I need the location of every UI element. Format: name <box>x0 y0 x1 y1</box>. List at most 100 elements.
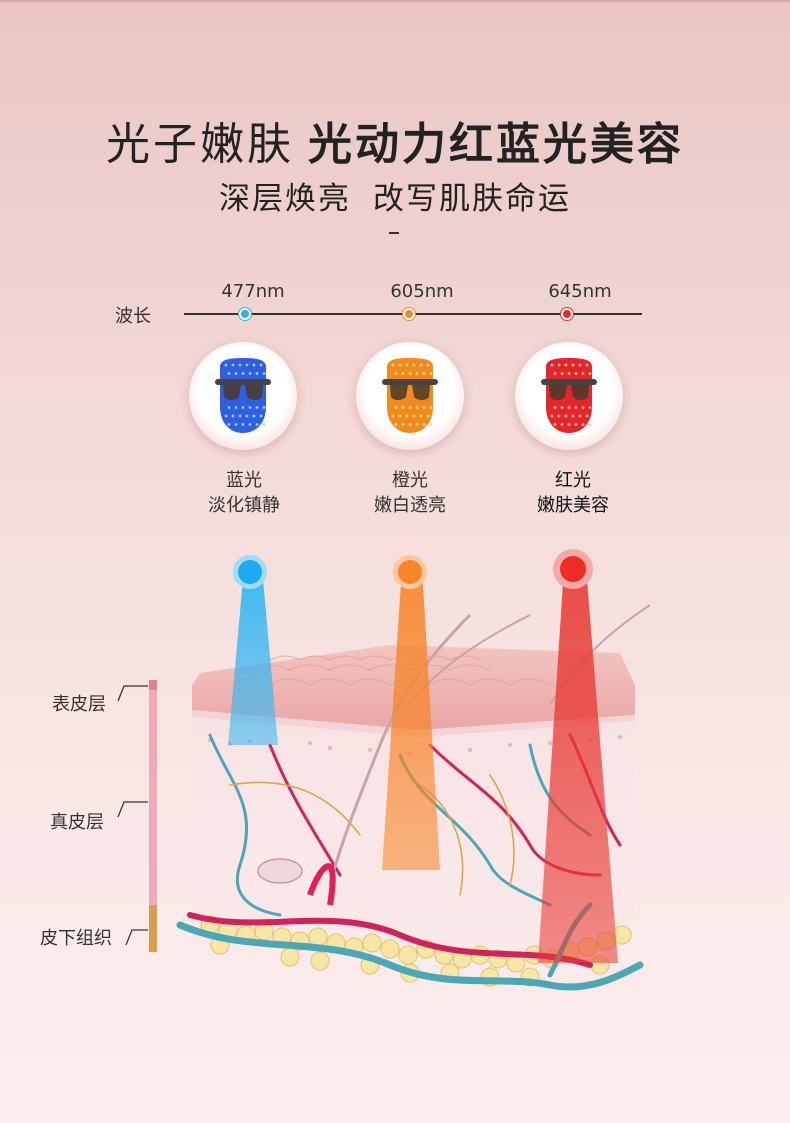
mask-led <box>394 406 398 409</box>
mask-led <box>564 363 568 367</box>
blue-light-beam <box>228 568 278 745</box>
mask-strap <box>215 379 271 385</box>
mask-led <box>574 406 578 409</box>
mask-shell <box>220 358 266 433</box>
mask-led <box>262 372 266 375</box>
mask-caption-blue: 蓝光 淡化镇静 <box>174 468 314 518</box>
mask-led <box>581 372 585 375</box>
mask-led <box>581 406 585 409</box>
mask-led <box>248 372 252 375</box>
wavelength-value-blue: 477nm <box>221 281 285 302</box>
mask-led <box>422 372 426 375</box>
mask-led <box>224 363 228 367</box>
mask-led <box>588 423 592 426</box>
mask-led <box>259 414 263 418</box>
mask-name-red: 红光 <box>555 470 591 491</box>
mask-led <box>564 414 568 418</box>
mask-led <box>588 372 592 375</box>
mask-eye-right <box>412 385 430 400</box>
orange-light-beam <box>382 568 440 870</box>
mask-led <box>391 414 395 418</box>
top-divider <box>0 0 790 2</box>
mask-led <box>262 423 266 426</box>
mask-caption-red: 红光 嫩肤美容 <box>503 468 643 518</box>
mask-led <box>238 414 242 418</box>
mask-led <box>248 406 252 409</box>
mask-effect-blue: 淡化镇静 <box>208 495 280 516</box>
mask-led <box>578 414 582 418</box>
mask-led <box>252 363 256 367</box>
mask-led <box>429 423 433 426</box>
mask-led <box>231 414 235 418</box>
mask-led <box>231 363 235 367</box>
blue-mask-badge <box>189 342 297 450</box>
layer-label-epidermis: 表皮层 <box>52 694 106 715</box>
mask-led <box>560 406 564 409</box>
mask-led <box>227 423 231 426</box>
mask-led <box>419 363 423 367</box>
red-led-mask-icon <box>541 358 597 433</box>
mask-led <box>415 406 419 409</box>
mask-led <box>571 363 575 367</box>
mask-led <box>398 363 402 367</box>
mask-effect-red: 嫩肤美容 <box>537 495 609 516</box>
subtitle-part2: 改写肌肤命运 <box>373 181 571 217</box>
mask-eye-left <box>223 385 241 400</box>
mask-led <box>550 414 554 418</box>
skin-cross-section-illustration <box>176 549 650 991</box>
layer-label-dermis: 真皮层 <box>50 812 104 833</box>
wavelength-dot-blue <box>239 308 251 320</box>
mask-led <box>227 372 231 375</box>
page-title: 光子嫩肤光动力红蓝光美容 <box>0 108 790 172</box>
mask-led <box>553 406 557 409</box>
mask-led <box>422 406 426 409</box>
subcutaneous-scale-bar <box>149 905 157 952</box>
mask-led <box>557 414 561 418</box>
mask-led <box>238 363 242 367</box>
mask-led <box>567 406 571 409</box>
mask-led <box>401 423 405 426</box>
mask-led <box>419 414 423 418</box>
mask-led <box>408 423 412 426</box>
mask-led <box>585 414 589 418</box>
mask-led <box>429 406 433 409</box>
wavelength-value-orange: 605nm <box>390 281 454 302</box>
subtitle-part1: 深层焕亮 <box>219 181 351 217</box>
mask-led <box>567 372 571 375</box>
mask-led <box>234 372 238 375</box>
epidermis-scale-bar <box>149 680 157 690</box>
mask-led <box>581 423 585 426</box>
mask-led <box>259 363 263 367</box>
mask-led <box>401 372 405 375</box>
wavelength-label: 波长 <box>115 306 151 327</box>
wavelength-dot-orange <box>403 308 415 320</box>
mask-led <box>412 363 416 367</box>
mask-led <box>227 406 231 409</box>
mask-led <box>408 406 412 409</box>
mask-led <box>252 414 256 418</box>
mask-eye-left <box>390 385 408 400</box>
mask-led <box>567 423 571 426</box>
mask-led <box>415 423 419 426</box>
mask-led <box>588 406 592 409</box>
mask-led <box>255 372 259 375</box>
mask-led <box>224 414 228 418</box>
mask-shell <box>387 358 433 433</box>
mask-led <box>255 406 259 409</box>
layer-label-subcutaneous: 皮下组织 <box>40 928 112 949</box>
mask-effect-orange: 嫩白透亮 <box>374 495 446 516</box>
title-light: 光子嫩肤 <box>106 119 294 170</box>
orange-light-source-icon <box>398 560 422 584</box>
mask-led <box>560 372 564 375</box>
red-light-beam <box>538 568 618 963</box>
wavelength-value-red: 645nm <box>548 281 612 302</box>
orange-led-mask-icon <box>382 358 438 433</box>
wavelength-dot-red <box>561 308 573 320</box>
mask-shell <box>546 358 592 433</box>
mask-led <box>241 406 245 409</box>
mask-led <box>401 406 405 409</box>
mask-led <box>426 363 430 367</box>
mask-led <box>557 363 561 367</box>
epidermis-pointer <box>117 685 148 702</box>
mask-led <box>245 363 249 367</box>
